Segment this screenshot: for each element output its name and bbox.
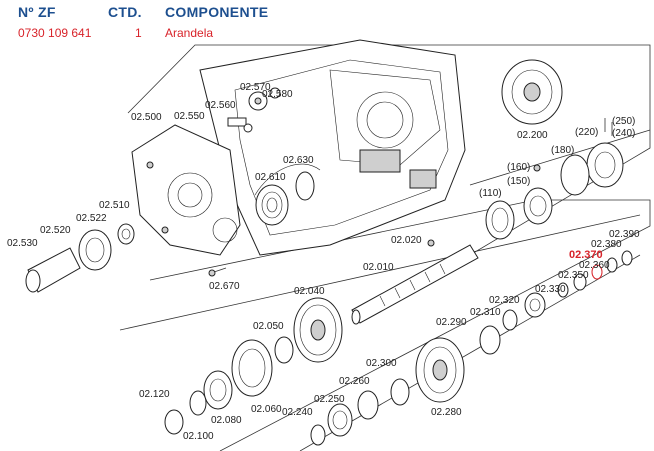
part-02-310-washer[interactable] <box>502 309 518 331</box>
selected-part-number[interactable]: 0730 109 641 <box>18 26 92 40</box>
callout-02-240[interactable]: 02.240 <box>282 407 313 418</box>
part-160-150-gear[interactable] <box>523 164 553 225</box>
part-02-250-ring[interactable] <box>327 403 353 437</box>
callout-02-570[interactable]: 02.570 <box>240 82 271 93</box>
callout-labels: 02.570 02.580 02.560 02.550 02.500 02.63… <box>7 82 640 442</box>
callout-160[interactable]: (160) <box>507 162 530 173</box>
callout-02-250[interactable]: 02.250 <box>314 394 345 405</box>
callout-02-522[interactable]: 02.522 <box>76 213 107 224</box>
callout-02-370-highlighted[interactable]: 02.370 <box>569 249 603 261</box>
part-02-300-ring[interactable] <box>390 378 410 406</box>
callout-02-100[interactable]: 02.100 <box>183 431 214 442</box>
callout-02-080[interactable]: 02.080 <box>211 415 242 426</box>
callout-02-380[interactable]: 02.380 <box>591 239 622 250</box>
callout-02-280[interactable]: 02.280 <box>431 407 462 418</box>
callout-02-260[interactable]: 02.260 <box>339 376 370 387</box>
part-02-670-bolt[interactable] <box>208 267 227 277</box>
part-02-240-washer[interactable] <box>310 424 326 446</box>
part-02-390-washer[interactable] <box>621 250 633 266</box>
part-02-120-circlip[interactable] <box>164 409 184 435</box>
part-02-360-washer[interactable] <box>573 273 587 291</box>
callout-02-550[interactable]: 02.550 <box>174 111 205 122</box>
callout-02-200[interactable]: 02.200 <box>517 130 548 141</box>
callout-02-510[interactable]: 02.510 <box>99 200 130 211</box>
part-02-500-cover[interactable] <box>131 124 241 256</box>
part-220-plate[interactable] <box>560 154 590 196</box>
callout-02-010[interactable]: 02.010 <box>363 262 394 273</box>
part-02-530-sleeve[interactable] <box>25 247 81 293</box>
column-header-part-number: Nº ZF <box>18 4 56 20</box>
part-02-350-ring[interactable] <box>557 282 569 298</box>
part-02-060-synchro[interactable] <box>231 339 273 397</box>
part-02-050-ring[interactable] <box>274 336 294 364</box>
callout-02-120[interactable]: 02.120 <box>139 389 170 400</box>
part-02-290-ring[interactable] <box>479 325 501 355</box>
part-02-100-washer[interactable] <box>189 390 207 416</box>
part-02-010-main-shaft[interactable] <box>351 244 479 325</box>
callout-02-060[interactable]: 02.060 <box>251 404 282 415</box>
callout-02-330[interactable]: 02.330 <box>535 284 566 295</box>
part-110-ring[interactable] <box>485 200 515 240</box>
part-02-510-seal[interactable] <box>117 223 135 245</box>
part-02-020-pin[interactable] <box>427 239 435 247</box>
part-02-080-ring[interactable] <box>203 370 233 410</box>
callout-02-520[interactable]: 02.520 <box>40 225 71 236</box>
part-02-610-bearing[interactable] <box>255 184 289 226</box>
callout-02-390[interactable]: 02.390 <box>609 229 640 240</box>
callout-02-040[interactable]: 02.040 <box>294 286 325 297</box>
callout-02-050[interactable]: 02.050 <box>253 321 284 332</box>
callout-02-300[interactable]: 02.300 <box>366 358 397 369</box>
callout-02-630[interactable]: 02.630 <box>283 155 314 166</box>
callout-02-580[interactable]: 02.580 <box>262 89 293 100</box>
callout-02-670[interactable]: 02.670 <box>209 281 240 292</box>
part-02-560-02-580-cluster[interactable] <box>227 87 281 133</box>
part-02-260-ring[interactable] <box>357 390 379 420</box>
selected-quantity: 1 <box>135 26 142 40</box>
part-02-280-gear[interactable] <box>415 337 465 403</box>
callout-02-350[interactable]: 02.350 <box>558 270 589 281</box>
callout-02-530[interactable]: 02.530 <box>7 238 38 249</box>
callout-02-290[interactable]: 02.290 <box>436 317 467 328</box>
column-header-component: COMPONENTE <box>165 4 269 20</box>
callout-02-320[interactable]: 02.320 <box>489 295 520 306</box>
callout-150[interactable]: (150) <box>507 176 530 187</box>
part-02-520-flange[interactable] <box>78 229 112 271</box>
callout-02-610[interactable]: 02.610 <box>255 172 286 183</box>
callout-220[interactable]: (220) <box>575 127 598 138</box>
part-02-330-bearing[interactable] <box>524 292 546 318</box>
column-header-quantity: CTD. <box>108 4 142 20</box>
callout-02-500[interactable]: 02.500 <box>131 112 162 123</box>
callout-250[interactable]: (250) <box>612 116 635 127</box>
callout-240[interactable]: (240) <box>612 128 635 139</box>
selected-component-name[interactable]: Arandela <box>165 26 214 40</box>
part-180-carrier[interactable] <box>586 142 624 188</box>
part-02-200-clutch[interactable] <box>501 59 563 125</box>
callout-180[interactable]: (180) <box>551 145 574 156</box>
part-250-240-pins[interactable] <box>604 118 613 136</box>
part-02-370-washer[interactable] <box>591 264 603 280</box>
part-02-630-ring[interactable] <box>295 171 315 201</box>
callout-02-560[interactable]: 02.560 <box>205 100 236 111</box>
part-02-380-washer[interactable] <box>606 257 618 273</box>
part-02-040-gear[interactable] <box>293 297 343 363</box>
callout-02-020[interactable]: 02.020 <box>391 235 422 246</box>
callout-110[interactable]: (110) <box>479 188 502 199</box>
callout-02-310[interactable]: 02.310 <box>470 307 501 318</box>
callout-02-360[interactable]: 02.360 <box>579 260 610 271</box>
